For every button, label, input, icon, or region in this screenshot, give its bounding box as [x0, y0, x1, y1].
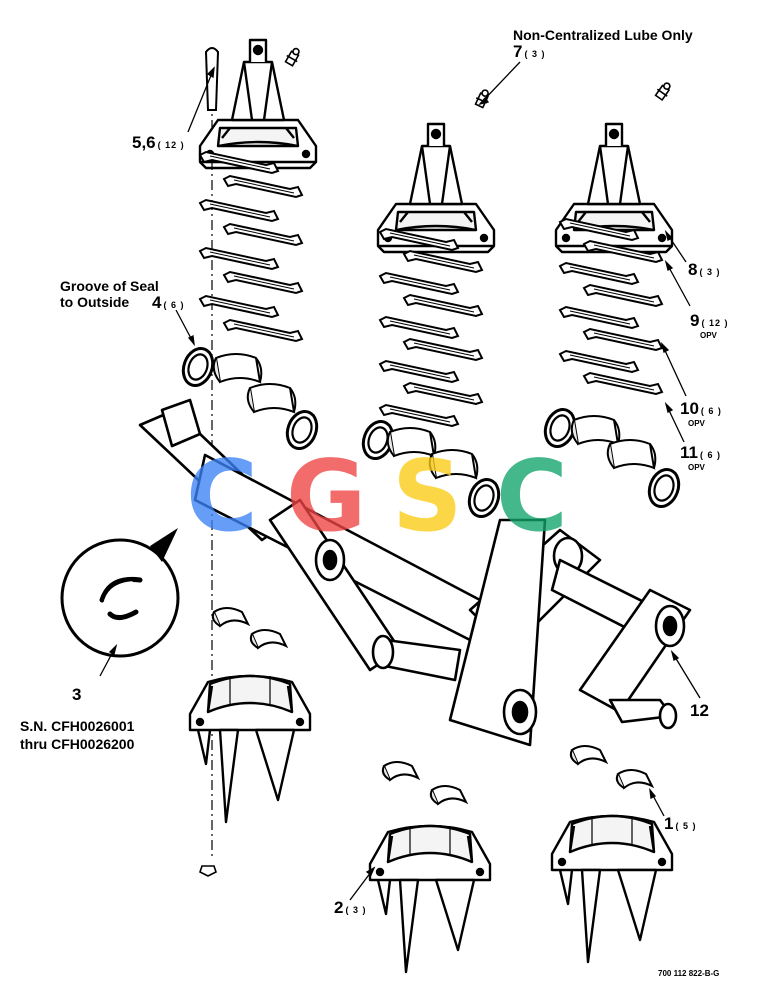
callout-2-qty: ( 3 )	[345, 905, 367, 915]
callout-7-number: 7	[513, 42, 523, 61]
callout-5-6-number: 5,6	[132, 133, 156, 152]
callout-2-number: 2	[334, 898, 344, 917]
drawing-number: 700 112 822-B-G	[658, 969, 720, 978]
callout-8-number: 8	[688, 260, 698, 279]
callout-9-qty: ( 12 )	[701, 318, 729, 328]
serial-range-line-1: S.N. CFH0026001	[20, 718, 135, 734]
callout-10: 10( 6 )	[680, 400, 722, 418]
shim-2-8	[403, 382, 483, 405]
shim-1-6	[223, 271, 303, 294]
callout-3: 3	[72, 685, 82, 704]
callout-11: 11( 6 )	[680, 444, 721, 462]
callout-4-qty: ( 6 )	[163, 300, 185, 310]
watermark-letter-g: G	[286, 440, 367, 554]
callout-7-qty: ( 3 )	[524, 49, 546, 59]
shim-1-3	[199, 199, 279, 222]
callout-1-number: 1	[664, 814, 674, 833]
callout-5-6-qty: ( 12 )	[157, 140, 185, 150]
watermark-letter-s: S	[392, 440, 463, 554]
shim-1-8	[223, 319, 303, 342]
shim-3-4	[583, 284, 663, 307]
callout-12: 12	[690, 701, 709, 720]
watermark-letter-c-2: C	[496, 440, 568, 554]
shim-2-9	[379, 404, 459, 427]
callout-8: 8( 3 )	[688, 261, 720, 279]
shim-2-2	[403, 250, 483, 273]
shim-1-2	[223, 175, 303, 198]
lube-note: Non-Centralized Lube Only	[513, 27, 693, 43]
serial-range-line-2: thru CFH0026200	[20, 736, 135, 752]
callout-7: 7( 3 )	[513, 43, 545, 61]
callout-1-qty: ( 5 )	[675, 821, 697, 831]
callout-10-opv: OPV	[688, 419, 705, 428]
callout-5-6: 5,6( 12 )	[132, 134, 185, 152]
callout-9: 9( 12 )	[690, 312, 728, 330]
callout-8-qty: ( 3 )	[699, 267, 721, 277]
shim-2-5	[379, 316, 459, 339]
shim-2-4	[403, 294, 483, 317]
shim-3-5	[559, 306, 639, 329]
callout-10-qty: ( 6 )	[700, 406, 722, 416]
callout-1: 1( 5 )	[664, 815, 696, 833]
callout-9-number: 9	[690, 311, 700, 330]
callout-9-opv: OPV	[700, 331, 717, 340]
callout-11-opv: OPV	[688, 463, 705, 472]
callout-11-qty: ( 6 )	[699, 450, 721, 460]
callout-4: 4( 6 )	[152, 294, 184, 312]
callout-10-number: 10	[680, 399, 699, 418]
seal-note-line-2: to Outside	[60, 294, 130, 310]
callout-11-number: 11	[680, 443, 698, 462]
shim-2-7	[379, 360, 459, 383]
shim-1-4	[223, 223, 303, 246]
seal-note-line-1: Groove of Seal	[60, 278, 159, 294]
callout-2: 2( 3 )	[334, 899, 366, 917]
shim-3-8	[583, 372, 663, 395]
callout-4-number: 4	[152, 293, 162, 312]
shim-3-3	[559, 262, 639, 285]
shim-3-6	[583, 328, 663, 351]
watermark-letter-c: C	[186, 440, 258, 554]
shim-2-6	[403, 338, 483, 361]
shim-3-7	[559, 350, 639, 373]
shim-2-3	[379, 272, 459, 295]
